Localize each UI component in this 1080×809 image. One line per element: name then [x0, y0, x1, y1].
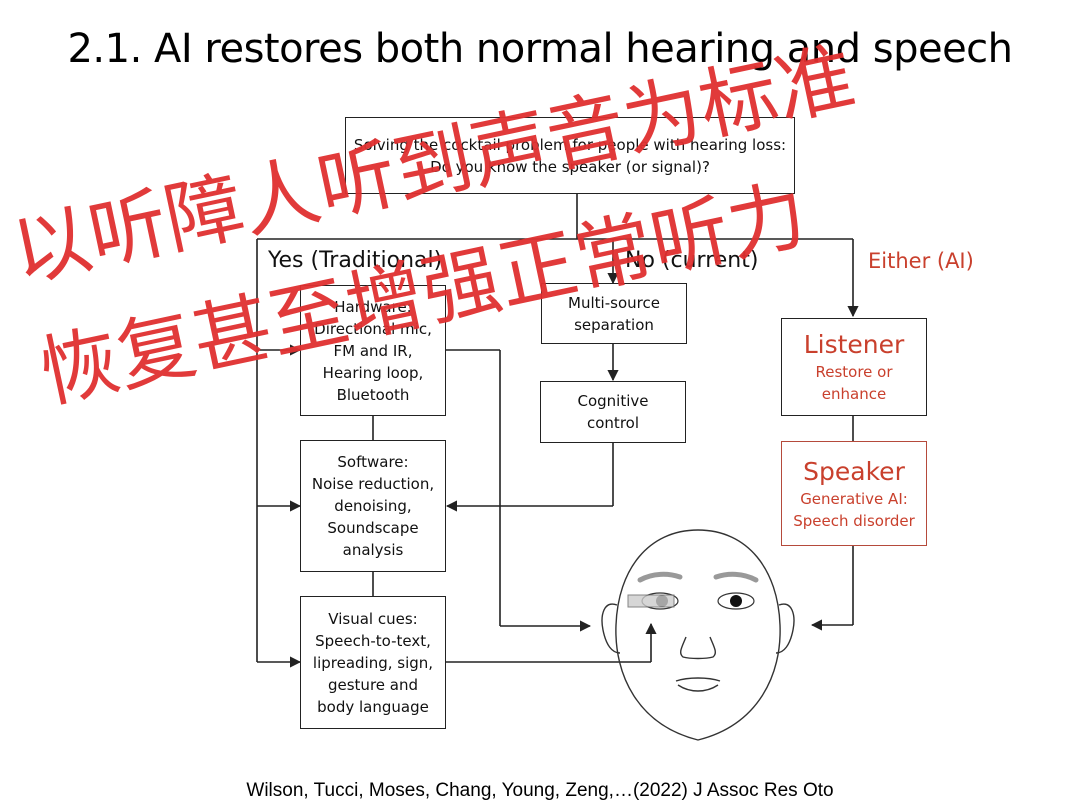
- question-line-1: Solving the cocktail problem for people …: [353, 135, 787, 154]
- slide-title: 2.1. AI restores both normal hearing and…: [67, 26, 1013, 72]
- speaker-line: Speech disorder: [793, 511, 915, 530]
- hardware-line: Bluetooth: [336, 385, 410, 404]
- software-line: Noise reduction,: [311, 475, 435, 493]
- multisource-box: Multi-source separation: [541, 283, 687, 344]
- speaker-title: Speaker: [803, 456, 905, 486]
- listener-title: Listener: [803, 330, 905, 359]
- software-line: analysis: [342, 541, 404, 559]
- listener-line: enhance: [821, 385, 887, 403]
- cognitive-box: Cognitive control: [540, 381, 686, 443]
- hardware-line: FM and IR,: [333, 341, 413, 360]
- hardware-line: Directional mic,: [314, 319, 432, 338]
- listener-line: Restore or: [815, 363, 893, 381]
- branch-label-yes: Yes (Traditional): [268, 248, 443, 273]
- software-line: Soundscape: [327, 519, 419, 537]
- face-illustration: [601, 529, 795, 741]
- question-line-2: Do you know the speaker (or signal)?: [430, 157, 710, 176]
- visual-line: Visual cues:: [328, 609, 418, 628]
- speaker-line: Generative AI:: [800, 489, 908, 508]
- branch-label-no: No (current): [625, 248, 759, 273]
- multisource-line: separation: [574, 315, 654, 334]
- question-box: Solving the cocktail problem for people …: [345, 117, 795, 194]
- listener-box: Listener Restore or enhance: [781, 318, 927, 416]
- visual-line: Speech-to-text,: [315, 631, 431, 650]
- hardware-line: Hearing loop,: [322, 363, 424, 382]
- software-line: Software:: [337, 453, 409, 471]
- branch-label-either: Either (AI): [868, 249, 974, 273]
- software-box: Software: Noise reduction, denoising, So…: [300, 440, 446, 572]
- cognitive-line: control: [587, 414, 639, 432]
- visual-line: gesture and: [327, 675, 418, 694]
- visual-line: body language: [317, 697, 429, 716]
- speaker-box: Speaker Generative AI: Speech disorder: [781, 441, 927, 546]
- visual-cues-box: Visual cues: Speech-to-text, lipreading,…: [300, 596, 446, 729]
- hardware-line: Hardware:: [334, 297, 412, 316]
- citation: Wilson, Tucci, Moses, Chang, Young, Zeng…: [246, 780, 834, 801]
- hardware-box: Hardware: Directional mic, FM and IR, He…: [300, 285, 446, 416]
- multisource-line: Multi-source: [568, 293, 660, 312]
- software-line: denoising,: [334, 497, 412, 515]
- cognitive-line: Cognitive: [577, 392, 649, 410]
- visual-line: lipreading, sign,: [312, 653, 434, 672]
